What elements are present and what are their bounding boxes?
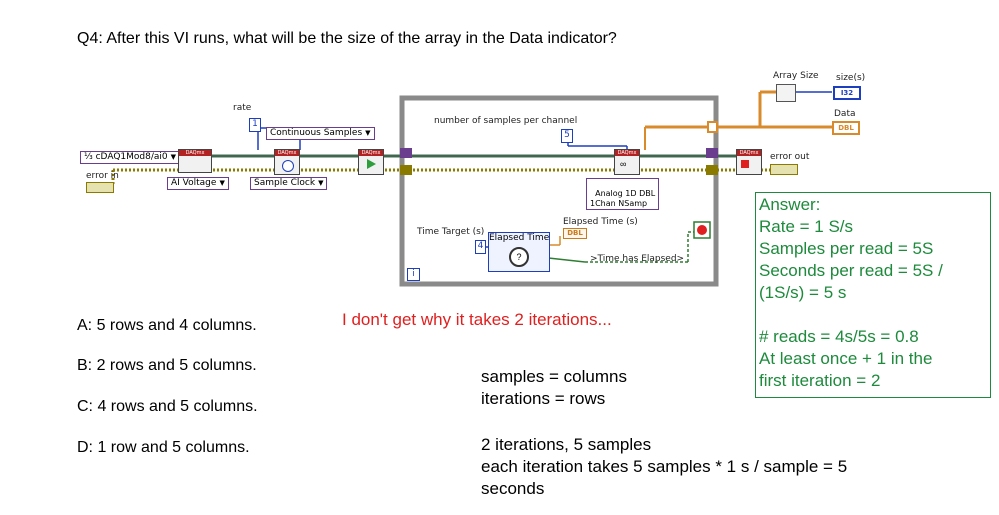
daqmx-timing: DAQmx (274, 149, 300, 175)
eraser-icon (741, 160, 749, 168)
answer-line: At least once + 1 in the (759, 349, 933, 368)
error-out-label: error out (770, 152, 810, 162)
answer-box: Answer: Rate = 1 S/s Samples per read = … (755, 192, 991, 398)
question-text: Q4: After this VI runs, what will be the… (77, 30, 617, 47)
option-text: 5 rows and 4 columns. (96, 317, 257, 334)
option-text: 2 rows and 5 columns. (96, 357, 257, 374)
elapsed-time-block-label: Elapsed Time (489, 233, 550, 243)
dropdown-arrow-icon: ▼ (365, 129, 371, 137)
sample-clock-ring: Sample Clock▼ (250, 177, 328, 190)
option-text: 1 row and 5 columns. (97, 439, 250, 456)
size-label: size(s) (836, 73, 866, 83)
tunnel-right-task (706, 148, 718, 158)
option-a: A: 5 rows and 4 columns. (77, 317, 257, 335)
answer-line: (1S/s) = 5 s (759, 283, 847, 302)
elapsed-time-indicator: DBL (563, 228, 587, 239)
note-line: seconds (481, 479, 545, 498)
daqmx-tag: DAQmx (615, 150, 639, 156)
loop-iteration-terminal: i (407, 268, 420, 281)
error-in-label: error in (86, 171, 119, 181)
answer-line: Rate = 1 S/s (759, 217, 854, 236)
array-size-function (776, 84, 796, 102)
clock-icon (282, 160, 294, 172)
note-line: samples = columns (481, 367, 627, 386)
time-target-label: Time Target (s) (417, 227, 485, 237)
tunnel-right-error (706, 165, 718, 175)
while-loop-frame (399, 95, 719, 287)
option-letter: D: (77, 439, 93, 456)
stopwatch-icon: ? (509, 247, 529, 267)
option-text: 4 rows and 5 columns. (97, 398, 258, 415)
answer-line: Answer: (759, 195, 821, 214)
time-has-elapsed-label: >Time has Elapsed> (590, 254, 685, 264)
daqmx-tag: DAQmx (359, 150, 383, 156)
dropdown-arrow-icon: ▼ (170, 153, 176, 161)
rate-constant: 1 (249, 118, 261, 132)
answer-line: first iteration = 2 (759, 371, 881, 390)
option-letter: A: (77, 317, 93, 334)
daqmx-clear-task: DAQmx (736, 149, 762, 175)
tunnel-left-error (400, 165, 412, 175)
channel-text: cDAQ1Mod8/ai0 (95, 152, 168, 162)
answer-line: Seconds per read = 5S / (759, 261, 943, 280)
option-b: B: 2 rows and 5 columns. (77, 357, 257, 375)
data-indicator: DBL (832, 121, 860, 135)
tunnel-left-task (400, 148, 412, 158)
option-c: C: 4 rows and 5 columns. (77, 398, 258, 416)
notes-bottom: 2 iterations, 5 samples each iteration t… (481, 434, 847, 500)
continuous-samples-ring: Continuous Samples▼ (266, 127, 375, 140)
answer-line (759, 304, 987, 326)
continuous-samples-text: Continuous Samples (270, 128, 363, 138)
note-line: each iteration takes 5 samples * 1 s / s… (481, 457, 848, 476)
option-d: D: 1 row and 5 columns. (77, 439, 250, 457)
option-letter: C: (77, 398, 93, 415)
data-label: Data (834, 109, 856, 119)
note-line: iterations = rows (481, 389, 606, 408)
tunnel-right-data (707, 121, 718, 133)
sample-clock-text: Sample Clock (254, 178, 316, 188)
daqmx-read: DAQmx ∞ (614, 149, 640, 175)
read-polymorphic-selector: Analog 1D DBL 1Chan NSamp (586, 178, 660, 210)
daqmx-create-channel: DAQmx (178, 149, 212, 173)
daqmx-tag: DAQmx (179, 150, 211, 156)
option-letter: B: (77, 357, 93, 374)
read-polymorphic-text: Analog 1D DBL 1Chan NSamp (590, 189, 656, 208)
play-icon (367, 159, 376, 169)
samples-per-channel-label: number of samples per channel (434, 116, 578, 126)
error-out-terminal (770, 164, 798, 175)
elapsed-time-express-vi: Elapsed Time ? (488, 232, 550, 272)
ai-voltage-text: AI Voltage (171, 178, 217, 188)
dropdown-arrow-icon: ▼ (318, 179, 324, 187)
time-target-constant: 4 (475, 240, 486, 254)
daqmx-tag: DAQmx (275, 150, 299, 156)
notes-mid: samples = columns iterations = rows (481, 366, 627, 410)
dropdown-arrow-icon: ▼ (219, 179, 225, 187)
channel-constant: ⅓ cDAQ1Mod8/ai0▼ (80, 151, 180, 164)
comment-text: I don't get why it takes 2 iterations... (342, 310, 612, 329)
error-in-terminal (86, 182, 114, 193)
io-name-icon: ⅓ (84, 152, 96, 162)
daqmx-tag: DAQmx (737, 150, 761, 156)
daqmx-start-task: DAQmx (358, 149, 384, 175)
array-size-label: Array Size (773, 71, 819, 81)
answer-line: # reads = 4s/5s = 0.8 (759, 327, 919, 346)
size-indicator: I32 (833, 86, 861, 100)
elapsed-time-label: Elapsed Time (s) (563, 217, 638, 227)
ai-voltage-ring: AI Voltage▼ (167, 177, 229, 190)
note-line: 2 iterations, 5 samples (481, 435, 652, 454)
samples-per-channel-constant: 5 (561, 129, 573, 143)
answer-line: Samples per read = 5S (759, 239, 934, 258)
glasses-icon: ∞ (620, 159, 627, 169)
rate-label: rate (233, 103, 252, 113)
